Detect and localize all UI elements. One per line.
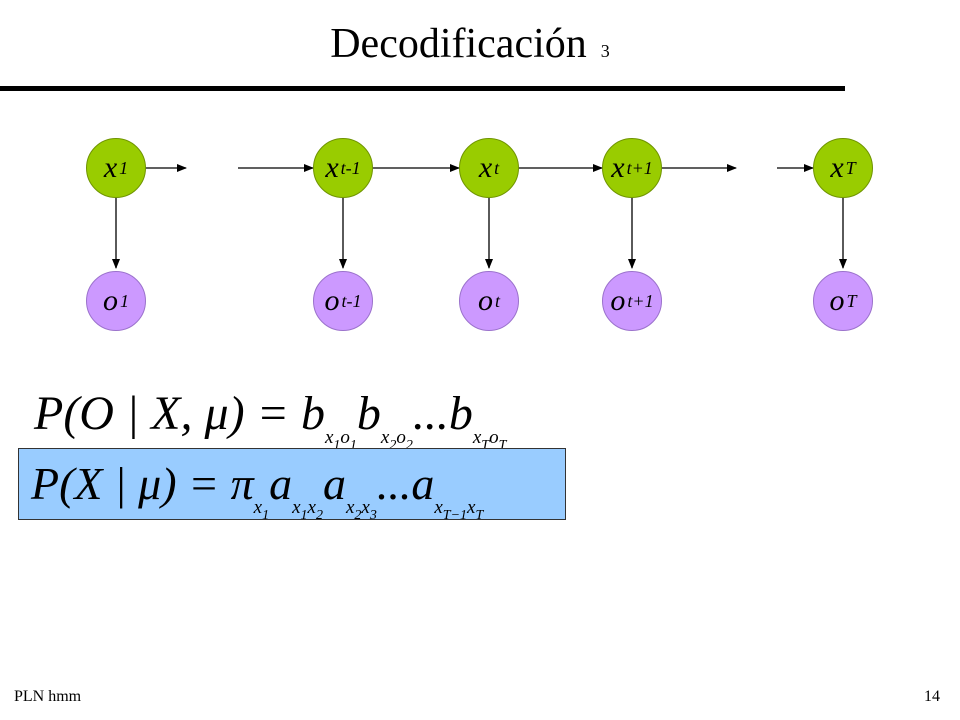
- formula-lhs: P(X | μ) =: [31, 458, 220, 509]
- formula-sub: x: [361, 497, 370, 518]
- formula-sub: x: [307, 497, 316, 518]
- formula-subsub: T: [475, 508, 484, 523]
- formula-subsub: 1: [300, 508, 308, 523]
- formula-lhs: P(O | X, μ) =: [34, 387, 289, 440]
- formula-subsub: T: [481, 438, 490, 453]
- formula-sub: x: [467, 497, 476, 518]
- formula-subsub: 2: [389, 438, 397, 453]
- node-label: o: [324, 284, 340, 317]
- node-subscript: 1: [119, 157, 129, 178]
- node-label: o: [477, 284, 493, 317]
- formula-term: a: [269, 458, 293, 509]
- formula-term: ...a: [376, 458, 435, 509]
- formula-subsub: T−1: [442, 508, 468, 523]
- formula-subsub: 2: [405, 438, 413, 453]
- formula-subsub: 1: [349, 438, 357, 453]
- formula-sub: x: [472, 427, 482, 448]
- formula-term: b: [356, 387, 381, 440]
- node-label: x: [478, 151, 493, 184]
- formula-subsub: 1: [333, 438, 341, 453]
- node-label: x: [611, 151, 625, 184]
- formula-subsub: 2: [315, 508, 323, 523]
- formula-sub: x: [434, 497, 443, 518]
- node-label: x: [325, 151, 339, 184]
- formula-sub: o: [340, 427, 350, 448]
- state-sequence-formula-box: P(X | μ) = πx1ax1x2ax2x3...axT−1xT: [18, 448, 566, 523]
- formula-sub: x: [292, 497, 301, 518]
- formula-subsub: 1: [262, 508, 270, 523]
- node-subscript: t-1: [340, 157, 361, 178]
- page-number: 14: [924, 688, 940, 705]
- node-label: o: [103, 284, 118, 317]
- footer-course-label: PLN hmm: [14, 688, 82, 705]
- node-label: o: [829, 284, 845, 317]
- formula-subsub: T: [498, 438, 507, 453]
- node-subscript: t: [494, 157, 500, 178]
- node-subscript: 1: [120, 290, 129, 311]
- node-label: x: [103, 151, 118, 184]
- node-subscript: t-1: [341, 290, 362, 311]
- formula-subsub: 2: [354, 508, 362, 523]
- formula-sub: o: [489, 427, 499, 448]
- node-subscript: t+1: [626, 157, 653, 178]
- node-subscript: t: [494, 290, 500, 311]
- formula-sub: x: [253, 497, 263, 518]
- node-subscript: t+1: [627, 290, 654, 311]
- formula-term: ...b: [412, 387, 473, 440]
- formula-pi: π: [230, 458, 254, 509]
- formula-sub: o: [396, 427, 406, 448]
- observation-likelihood-formula: P(O | X, μ) = bx1o1bx2o2...bxToT: [34, 386, 506, 474]
- node-label: o: [610, 284, 626, 317]
- node-subscript: T: [846, 290, 857, 311]
- node-label: x: [830, 151, 844, 184]
- slide-title: Decodificación 3: [0, 16, 940, 79]
- slide-title-number: 3: [600, 41, 610, 61]
- formula-term: b: [300, 387, 325, 440]
- title-underline: [0, 86, 845, 91]
- formula-sub: x: [380, 427, 390, 448]
- slide-title-text: Decodificación: [330, 21, 587, 67]
- node-subscript: T: [845, 157, 856, 178]
- formula-sub: x: [324, 427, 334, 448]
- formula-term: a: [322, 458, 346, 509]
- formula-subsub: 3: [369, 508, 377, 523]
- formula-sub: x: [345, 497, 355, 518]
